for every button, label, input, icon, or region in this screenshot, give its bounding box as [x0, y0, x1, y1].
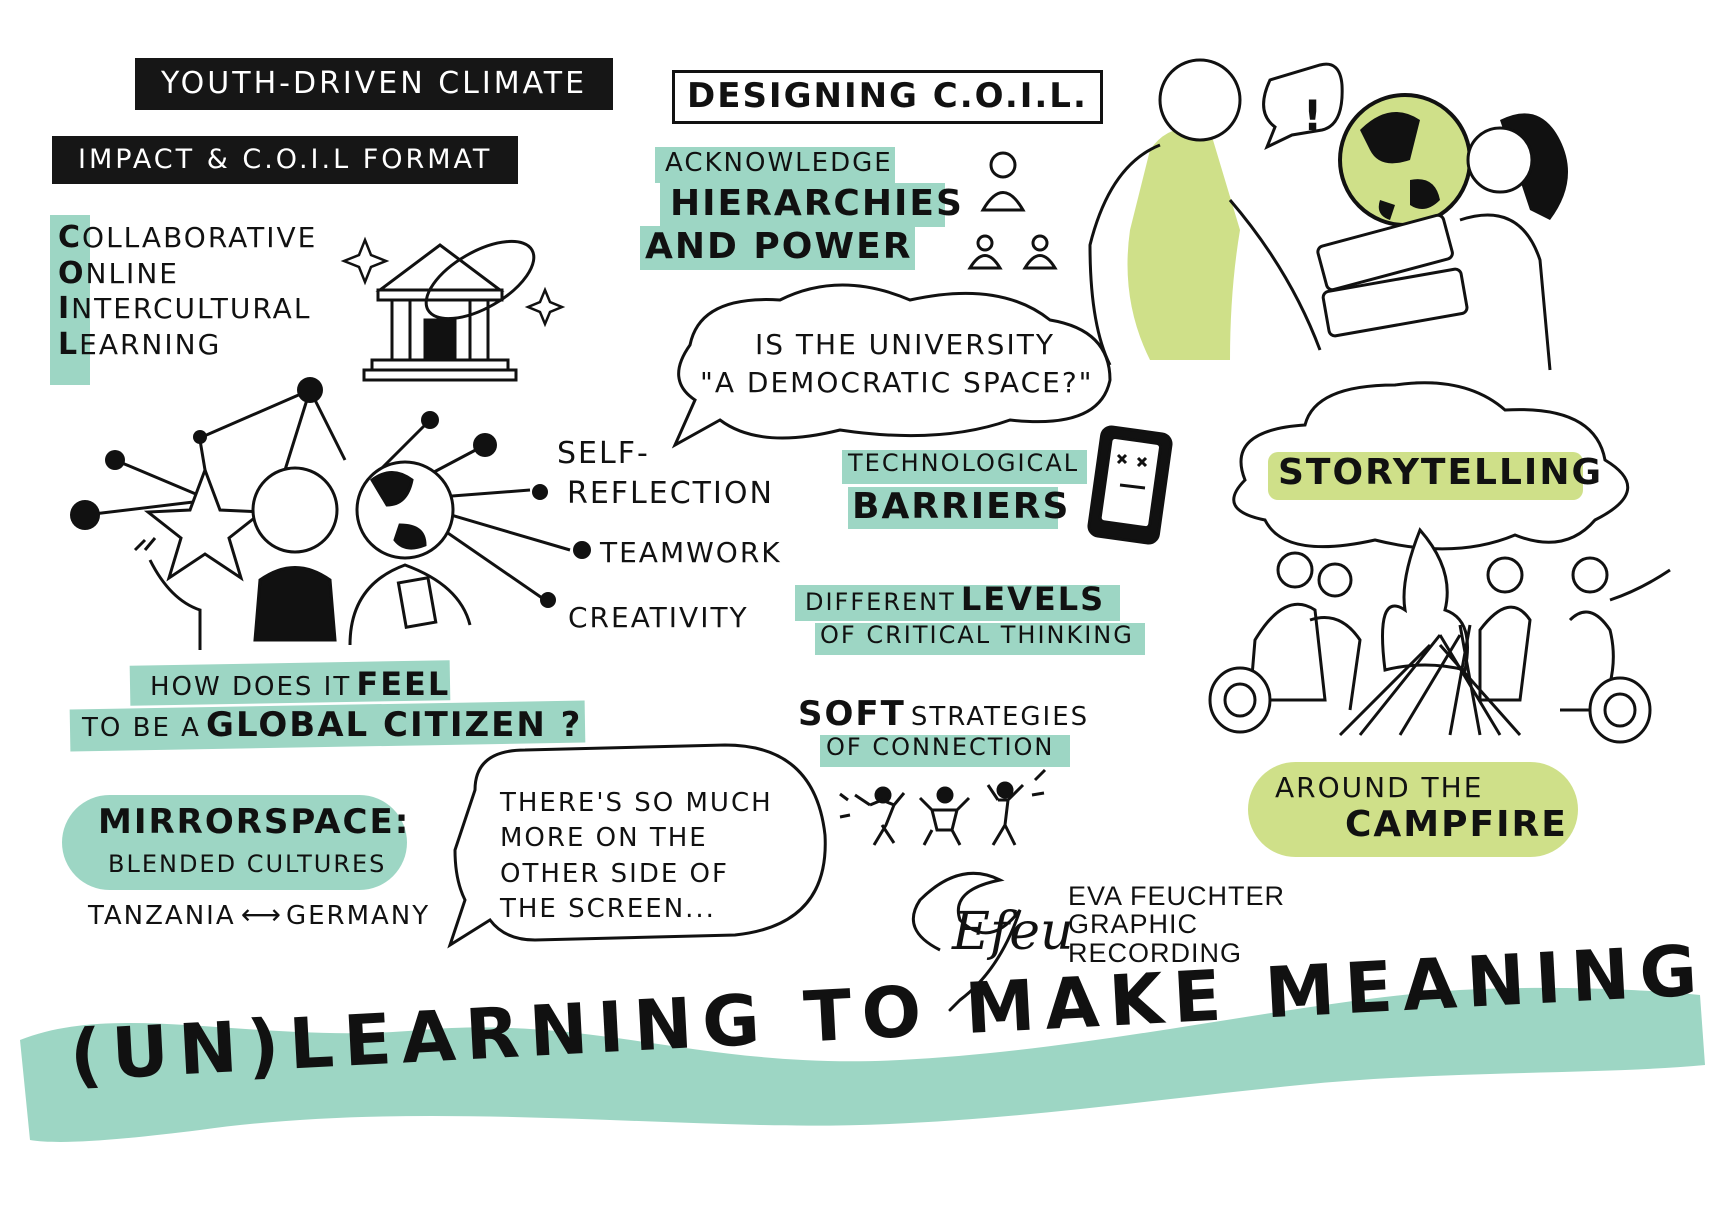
storytelling-highlight	[1268, 452, 1583, 500]
soft-highlight	[820, 735, 1070, 767]
hierarchy-icon	[967, 151, 1058, 270]
coil-acronym: COLLABORATIVE ONLINE INTERCULTURAL LEARN…	[58, 222, 317, 360]
skill-self: SELF-	[557, 436, 650, 471]
signature-swirl	[911, 871, 1022, 1012]
designing-heading: DESIGNING C.O.I.L.	[672, 70, 1103, 124]
skill-creativity: CREATIVITY	[568, 601, 749, 634]
country-germany: GERMANY	[285, 901, 431, 931]
mirrorspace-sub: BLENDED CULTURES	[108, 850, 387, 878]
coil-highlight-bar	[50, 215, 90, 385]
soft-line1: SOFT STRATEGIES	[798, 694, 1090, 734]
mirrorspace-blob	[62, 795, 407, 890]
globe-person	[348, 460, 472, 646]
mirrorspace-countries: TANZANIA ⟷ GERMANY	[88, 900, 430, 930]
double-arrow-icon: ⟷	[240, 898, 281, 931]
exclamation-icon: !	[1303, 91, 1322, 140]
campfire-text: CAMPFIRE	[1345, 804, 1568, 845]
ack-highlight	[655, 147, 895, 183]
campfire-illustration	[1208, 527, 1671, 744]
curly-person	[251, 466, 339, 642]
country-tanzania: TANZANIA	[88, 901, 236, 931]
tech-highlight-2	[848, 487, 1058, 529]
levels-highlight-2	[815, 623, 1145, 655]
skill-teamwork: TEAMWORK	[600, 536, 782, 569]
hierarchies-text: HIERARCHIES	[670, 183, 964, 224]
university-line2: "A DEMOCRATIC SPACE?"	[700, 366, 1094, 399]
screen-bubble-text: THERE'S SO MUCH MORE ON THE OTHER SIDE O…	[500, 788, 773, 924]
title-line2: IMPACT & C.O.I.L FORMAT	[52, 136, 519, 185]
dancing-people-icon	[839, 768, 1047, 846]
people-globe-illustration: !	[1088, 58, 1568, 371]
coil-letter-i: I	[58, 291, 72, 326]
tech-highlight-1	[842, 450, 1087, 484]
signature-mark: Efeu	[952, 902, 1074, 962]
coil-word-l: EARNING	[79, 327, 222, 361]
star-person	[133, 465, 267, 650]
coil-word-c: OLLABORATIVE	[82, 221, 318, 254]
banner-wave	[20, 987, 1705, 1142]
mirrorspace-heading: MIRRORSPACE:	[98, 802, 411, 842]
signature-block: EVA FEUCHTER GRAPHIC RECORDING	[1068, 882, 1285, 967]
title-line1: YOUTH-DRIVEN CLIMATE	[135, 58, 614, 110]
hier-highlight	[660, 183, 945, 227]
global-citizen-line1: HOW DOES IT FEEL	[150, 665, 451, 703]
university-line1: IS THE UNIVERSITY	[755, 328, 1055, 361]
institution-icon	[362, 239, 536, 382]
coil-word-i: NTERCULTURAL	[71, 292, 312, 325]
global-citizen-line2: TO BE A GLOBAL CITIZEN ?	[82, 705, 583, 745]
coil-letter-o: O	[58, 255, 86, 291]
levels-line1: DIFFERENT LEVELS	[805, 580, 1106, 618]
screen-speech-bubble	[447, 743, 827, 949]
around-the-text: AROUND THE	[1275, 771, 1484, 804]
levels-line2: OF CRITICAL THINKING	[820, 621, 1134, 649]
university-speech-bubble	[671, 283, 1112, 449]
storytelling-text: STORYTELLING	[1278, 452, 1604, 493]
sparkle-icon	[340, 236, 566, 328]
coil-letter-c: C	[58, 220, 83, 255]
soft-line2: OF CONNECTION	[826, 733, 1055, 761]
coil-letter-l: L	[58, 326, 80, 362]
acknowledge-text: ACKNOWLEDGE	[665, 148, 893, 178]
signature-line2: GRAPHIC	[1068, 909, 1199, 940]
signature-name: EVA FEUCHTER	[1068, 881, 1286, 911]
broken-phone-icon	[1087, 425, 1173, 545]
campfire-blob	[1248, 762, 1578, 857]
power-highlight	[640, 226, 915, 270]
power-text: AND POWER	[645, 226, 913, 267]
signature-line3: RECORDING	[1068, 937, 1243, 968]
levels-highlight-1	[795, 585, 1120, 621]
skill-reflection: REFLECTION	[567, 476, 774, 511]
network-nodes	[70, 377, 591, 608]
coil-word-o: NLINE	[85, 256, 179, 290]
tech-line2: BARRIERS	[852, 486, 1071, 527]
tech-line1: TECHNOLOGICAL	[848, 449, 1080, 477]
